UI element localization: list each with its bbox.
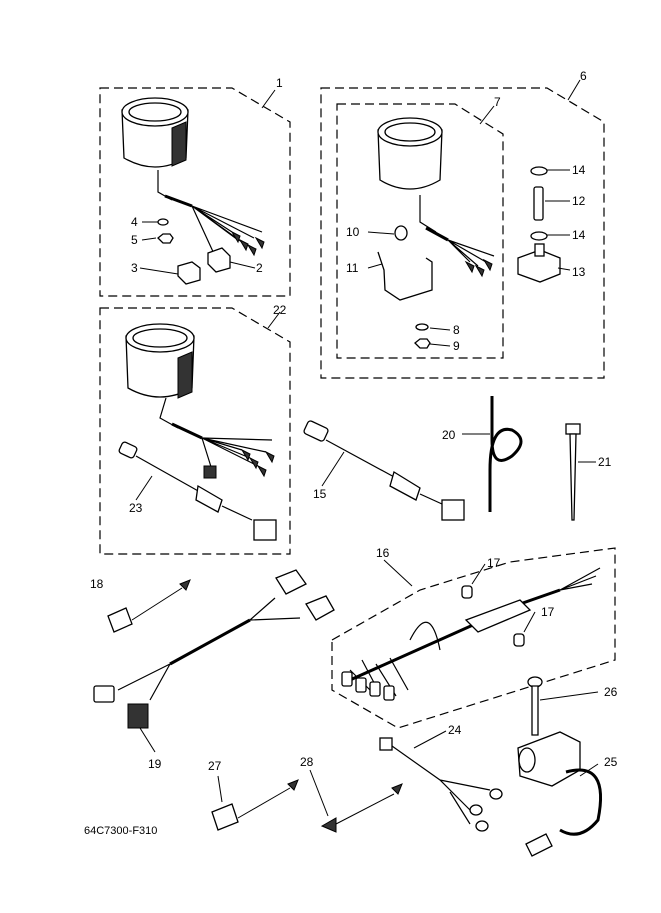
callout-26: 26 bbox=[604, 685, 618, 699]
connector-3 bbox=[177, 261, 201, 285]
clamp-14b bbox=[530, 231, 548, 241]
callout-19: 19 bbox=[148, 757, 162, 771]
callout-21: 21 bbox=[598, 455, 612, 469]
callout-28: 28 bbox=[300, 755, 314, 769]
callout-7: 7 bbox=[494, 95, 501, 109]
cap-17b bbox=[513, 633, 525, 647]
nut-5 bbox=[157, 233, 174, 244]
harness-24 bbox=[379, 737, 503, 832]
grommet-10 bbox=[394, 225, 408, 241]
nut-9 bbox=[414, 338, 431, 349]
gauge-1 bbox=[121, 97, 265, 257]
callout-8: 8 bbox=[453, 323, 460, 337]
callout-14a: 14 bbox=[572, 163, 586, 177]
arrow-18 bbox=[179, 579, 191, 591]
callout-10: 10 bbox=[346, 225, 360, 239]
group-box-1 bbox=[99, 87, 291, 297]
harness-16 bbox=[341, 567, 601, 701]
clamp-14a bbox=[530, 166, 548, 176]
callout-5: 5 bbox=[131, 233, 138, 247]
hose-20 bbox=[488, 396, 523, 512]
callout-13: 13 bbox=[572, 265, 586, 279]
cap-17a bbox=[461, 585, 473, 599]
callout-2: 2 bbox=[256, 261, 263, 275]
washer-4 bbox=[157, 218, 169, 226]
connector-18 bbox=[107, 607, 133, 633]
tip-28 bbox=[320, 817, 337, 833]
callout-17a: 17 bbox=[487, 556, 501, 570]
callout-18: 18 bbox=[90, 577, 104, 591]
callout-22: 22 bbox=[273, 303, 287, 317]
bolt-26 bbox=[527, 676, 543, 736]
callout-23: 23 bbox=[129, 501, 143, 515]
callout-4: 4 bbox=[131, 215, 138, 229]
tube-12 bbox=[533, 186, 544, 221]
callout-12: 12 bbox=[572, 194, 586, 208]
arrow-28 bbox=[391, 783, 403, 795]
group-box-16 bbox=[331, 547, 616, 729]
leader-lines bbox=[135, 79, 599, 817]
arrow-27 bbox=[287, 779, 299, 791]
group-box-6 bbox=[320, 87, 605, 379]
leader-27 bbox=[237, 787, 291, 819]
gauge-7 bbox=[377, 117, 495, 278]
callout-16: 16 bbox=[376, 546, 390, 560]
callout-1: 1 bbox=[276, 76, 283, 90]
pickup-13 bbox=[517, 243, 561, 283]
group-box-7 bbox=[336, 103, 504, 359]
bracket-11 bbox=[377, 251, 433, 301]
connector-2 bbox=[207, 247, 231, 273]
callout-27: 27 bbox=[208, 759, 222, 773]
cable-tie-21 bbox=[565, 423, 581, 521]
callout-11: 11 bbox=[346, 261, 359, 275]
connector-27 bbox=[211, 803, 239, 831]
valve-25 bbox=[517, 731, 603, 857]
callout-15: 15 bbox=[313, 487, 327, 501]
callout-labels: 1 2 3 4 5 6 7 8 9 10 11 12 13 14 14 15 1… bbox=[90, 69, 618, 773]
leader-18 bbox=[131, 587, 183, 621]
harness-19 bbox=[93, 569, 335, 729]
washer-8 bbox=[415, 323, 429, 331]
callout-17b: 17 bbox=[541, 605, 555, 619]
harness-15 bbox=[303, 420, 465, 521]
leader-28 bbox=[335, 793, 395, 825]
harness-23 bbox=[118, 441, 277, 541]
callout-14b: 14 bbox=[572, 228, 586, 242]
callout-6: 6 bbox=[580, 69, 587, 83]
callout-20: 20 bbox=[442, 428, 456, 442]
callout-9: 9 bbox=[453, 339, 460, 353]
callout-25: 25 bbox=[604, 755, 618, 769]
callout-24: 24 bbox=[448, 723, 462, 737]
callout-3: 3 bbox=[131, 261, 138, 275]
gauge-22 bbox=[125, 323, 275, 479]
drawing-code: 64C7300-F310 bbox=[84, 825, 157, 837]
